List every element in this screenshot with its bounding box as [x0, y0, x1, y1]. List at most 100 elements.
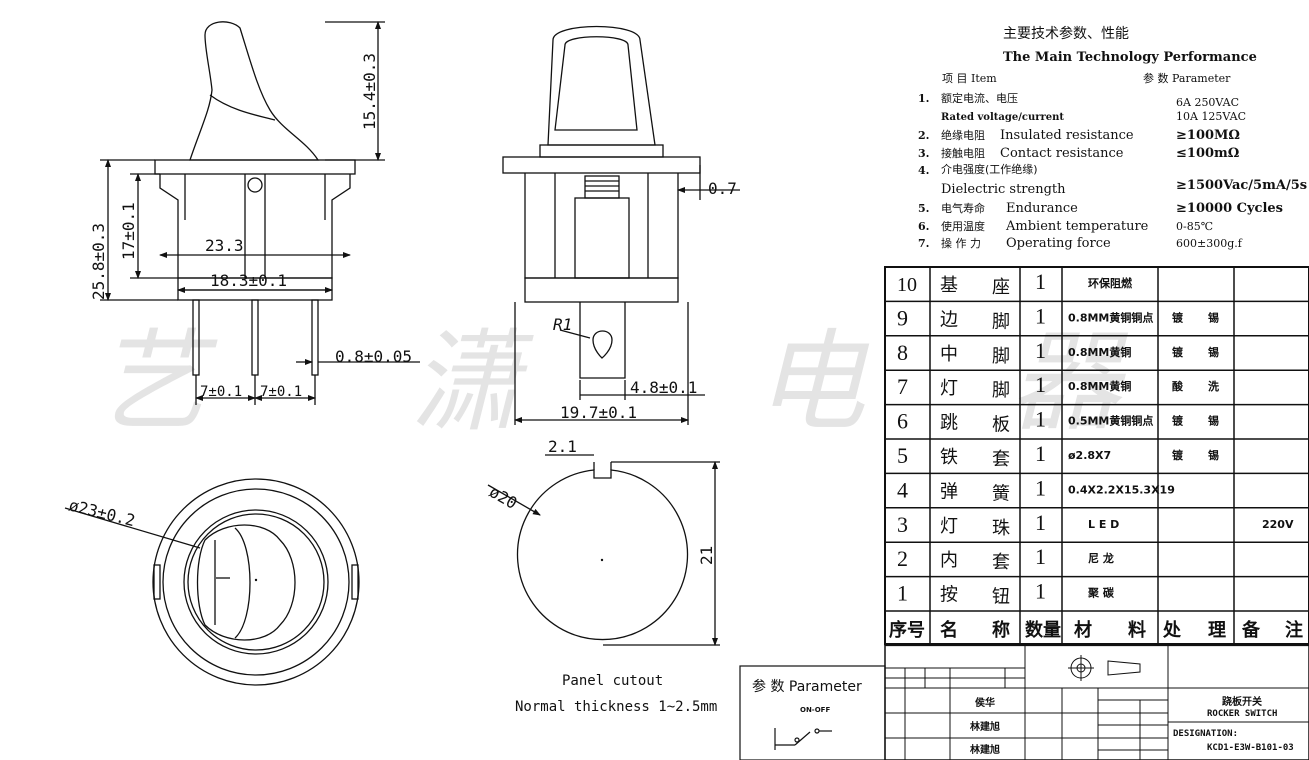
param-box-title: 参 数 Parameter	[752, 678, 862, 695]
spec-item-en: Rated voltage/current	[941, 112, 1064, 123]
bom-qty: 1	[1035, 269, 1046, 294]
bom-qty: 1	[1035, 441, 1046, 466]
checked-by: 林建旭	[970, 720, 1000, 733]
panel-cutout-labels: 2.1 ø20 21 Panel cutout Normal thickness…	[486, 437, 717, 715]
bom-no: 7	[897, 374, 908, 399]
bom-header-cell: 处	[1162, 619, 1182, 641]
dim-18-3: 18.3±0.1	[210, 271, 287, 290]
bom-name-1: 边	[940, 309, 958, 330]
bom-material: L E D	[1088, 518, 1119, 531]
spec-title-cn: 主要技术参数、性能	[1003, 25, 1129, 42]
bom-material: ø2.8X7	[1068, 449, 1111, 462]
table-row: 9 边 脚 1 0.8MM黄铜铜点 镀 锡	[897, 303, 1219, 332]
bom-name-1: 内	[940, 550, 958, 571]
spec-value: ≥100MΩ	[1176, 128, 1240, 143]
spec-value: 600±300g.f	[1176, 237, 1243, 250]
bom-name-2: 脚	[992, 380, 1010, 401]
spec-no: 1.	[918, 92, 929, 105]
bom-no: 3	[897, 512, 908, 537]
spec-item-en: Insulated resistance	[1000, 128, 1134, 143]
bom-no: 9	[897, 305, 908, 330]
spec-item-en: Ambient temperature	[1005, 219, 1149, 234]
spec-no: 6.	[918, 220, 929, 233]
bom-no: 1	[897, 581, 908, 606]
bom-material: 0.5MM黄铜铜点	[1068, 414, 1153, 428]
title-block-text: 侯华 林建旭 林建旭 跷板开关 ROCKER SWITCH DESIGNATIO…	[970, 695, 1294, 756]
bom-material: 0.8MM黄铜	[1068, 345, 1131, 359]
dim-pin-width: 0.8±0.05	[335, 347, 412, 366]
bom-name-1: 灯	[940, 516, 958, 537]
side-view	[502, 25, 740, 425]
bom-name-1: 铁	[940, 447, 958, 468]
dim-key-2-1: 2.1	[548, 437, 577, 456]
svg-text:电: 电	[755, 318, 870, 446]
svg-text:器: 器	[1010, 318, 1129, 446]
bom-name-1: 按	[940, 585, 958, 606]
spec-no: 7.	[918, 237, 929, 250]
bom-material: 聚 碳	[1087, 586, 1115, 600]
bom-qty: 1	[1035, 303, 1046, 328]
bottom-view	[64, 478, 360, 686]
bom-qty: 1	[1035, 407, 1046, 432]
bom-name-1: 跳	[940, 413, 958, 434]
bom-qty: 1	[1035, 475, 1046, 500]
spec-value: ≥10000 Cycles	[1176, 201, 1283, 216]
bom-name-1: 基	[940, 275, 958, 296]
dim-tab: 4.8±0.1	[630, 378, 697, 397]
bom-header-cell: 名	[940, 619, 958, 641]
bom-material: 0.8MM黄铜铜点	[1068, 310, 1153, 324]
bom-name-2: 脚	[992, 311, 1010, 332]
bom-treat-2: 锡	[1208, 448, 1219, 462]
bom-name-2: 套	[992, 552, 1010, 573]
spec-value-2: 10A 125VAC	[1176, 110, 1246, 123]
bom-name-2: 珠	[992, 518, 1010, 539]
bom-note: 220V	[1262, 518, 1294, 531]
bom-no: 6	[897, 409, 908, 434]
bom-material: 环保阻燃	[1088, 276, 1133, 290]
bom-name-1: 中	[940, 344, 958, 365]
switch-type-label: ON-OFF	[800, 706, 830, 714]
approved-by: 林建旭	[970, 743, 1000, 756]
bom-treat-1: 镀	[1172, 345, 1184, 359]
bom-header: 序号名称数量材料处理备注	[889, 619, 1303, 641]
spec-title-en: The Main Technology Performance	[1003, 50, 1257, 65]
spec-item-cn: 介电强度(工作绝缘)	[941, 162, 1038, 176]
front-view	[100, 21, 420, 405]
bom-header-cell: 序号	[889, 619, 925, 641]
bottom-view-center	[254, 578, 258, 582]
dim-cutout-21: 21	[697, 546, 716, 565]
bom-qty: 1	[1035, 372, 1046, 397]
spec-item-cn: 额定电流、电压	[941, 91, 1018, 105]
bom-treat-2: 洗	[1208, 379, 1219, 393]
spec-item-cn: 接触电阻	[941, 146, 985, 160]
dim-0-7: 0.7	[708, 179, 737, 198]
bom-treat-1: 镀	[1172, 414, 1184, 428]
bom-treat-1: 镀	[1172, 310, 1184, 324]
spec-item-en: Operating force	[1006, 236, 1111, 251]
spec-value: ≤100mΩ	[1176, 146, 1239, 161]
bom-name-2: 套	[992, 449, 1010, 470]
bom-treat-2: 锡	[1208, 310, 1219, 324]
spec-no: 2.	[918, 129, 929, 142]
spec-item-cn: 使用温度	[941, 219, 985, 233]
panel-cutout	[487, 454, 720, 646]
dim-r1: R1	[553, 315, 572, 334]
spec-no: 5.	[918, 202, 929, 215]
panel-cutout-title: Panel cutout	[562, 673, 663, 689]
bom-header-cell: 注	[1285, 619, 1303, 641]
dim-body-height: 17±0.1	[119, 202, 138, 260]
spec-item-en: Endurance	[1006, 201, 1078, 216]
cutout-center	[600, 558, 604, 562]
dim-pitch-1: 7±0.1	[200, 384, 242, 400]
spec-item-cn: 绝缘电阻	[941, 128, 985, 142]
spec-item-en: Dielectric strength	[941, 182, 1066, 197]
